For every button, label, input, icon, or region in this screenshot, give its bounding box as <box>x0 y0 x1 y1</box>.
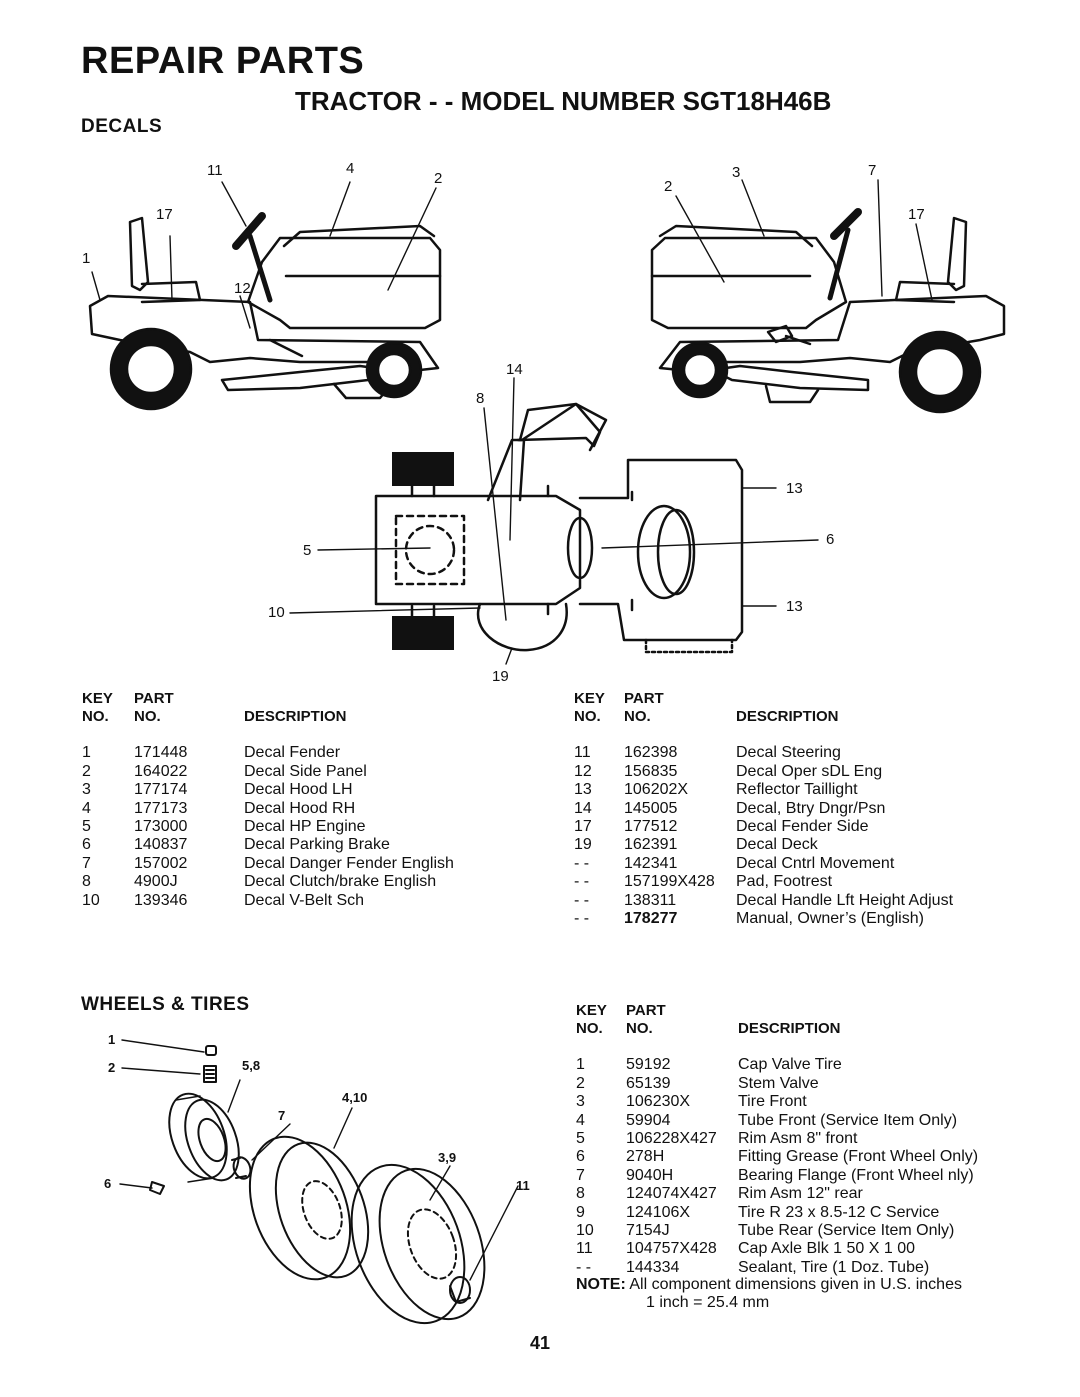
callout-w11: 11 <box>516 1178 530 1193</box>
header-no: NO. <box>134 708 161 725</box>
tractor-top-view <box>374 402 744 654</box>
callout-2-right: 2 <box>664 178 673 195</box>
page-number: 41 <box>530 1333 551 1353</box>
callout-8: 8 <box>476 390 485 407</box>
callout-6: 6 <box>826 531 835 548</box>
decals-section-title: DECALS <box>81 116 163 137</box>
header-key: KEY <box>82 690 113 707</box>
callout-w2: 2 <box>108 1060 116 1075</box>
callout-w58: 5,8 <box>242 1058 261 1073</box>
header-description: DESCRIPTION <box>244 708 347 725</box>
header-part: PART <box>624 690 664 707</box>
callout-7: 7 <box>868 162 877 179</box>
callout-14: 14 <box>506 361 523 378</box>
header-no: NO. <box>626 1020 653 1037</box>
callout-17: 17 <box>156 206 173 223</box>
decal-leader-lines <box>91 179 933 665</box>
callout-10: 10 <box>268 604 285 621</box>
header-description: DESCRIPTION <box>736 708 839 725</box>
header-no: NO. <box>624 708 651 725</box>
model-subtitle: TRACTOR - - MODEL NUMBER SGT18H46B <box>295 86 832 116</box>
callout-w410: 4,10 <box>342 1090 368 1105</box>
callout-19: 19 <box>492 668 509 685</box>
dimension-note: NOTE: All component dimensions given in … <box>576 1276 962 1312</box>
callout-12: 12 <box>234 280 251 297</box>
wheels-section-title: WHEELS & TIRES <box>81 994 250 1015</box>
callout-w6: 6 <box>104 1176 112 1191</box>
header-no: NO. <box>82 708 109 725</box>
wheels-tires-illustration <box>119 1039 519 1325</box>
page-title: REPAIR PARTS <box>81 40 365 82</box>
callout-5: 5 <box>303 542 312 559</box>
callout-1: 1 <box>82 250 91 267</box>
callout-3: 3 <box>732 164 741 181</box>
header-part: PART <box>134 690 174 707</box>
callout-13-lower: 13 <box>786 598 803 615</box>
callout-11: 11 <box>207 162 223 179</box>
header-description: DESCRIPTION <box>738 1020 841 1037</box>
header-key: KEY <box>576 1002 607 1019</box>
header-no: NO. <box>576 1020 603 1037</box>
callout-w7: 7 <box>278 1108 286 1123</box>
callout-17-right: 17 <box>908 206 925 223</box>
callout-4: 4 <box>346 160 355 177</box>
note-conversion: 1 inch = 25.4 mm <box>646 1294 770 1311</box>
header-key: KEY <box>574 690 605 707</box>
callout-2: 2 <box>434 170 443 187</box>
header-part: PART <box>626 1002 666 1019</box>
callout-w39: 3,9 <box>438 1150 457 1165</box>
callout-w1: 1 <box>108 1032 116 1047</box>
tractor-right-view <box>650 208 1006 414</box>
callout-13: 13 <box>786 480 803 497</box>
note-text: All component dimensions given in U.S. i… <box>629 1276 962 1293</box>
header-no: NO. <box>574 708 601 725</box>
note-label: NOTE: <box>576 1276 626 1293</box>
tractor-left-view <box>88 212 442 411</box>
